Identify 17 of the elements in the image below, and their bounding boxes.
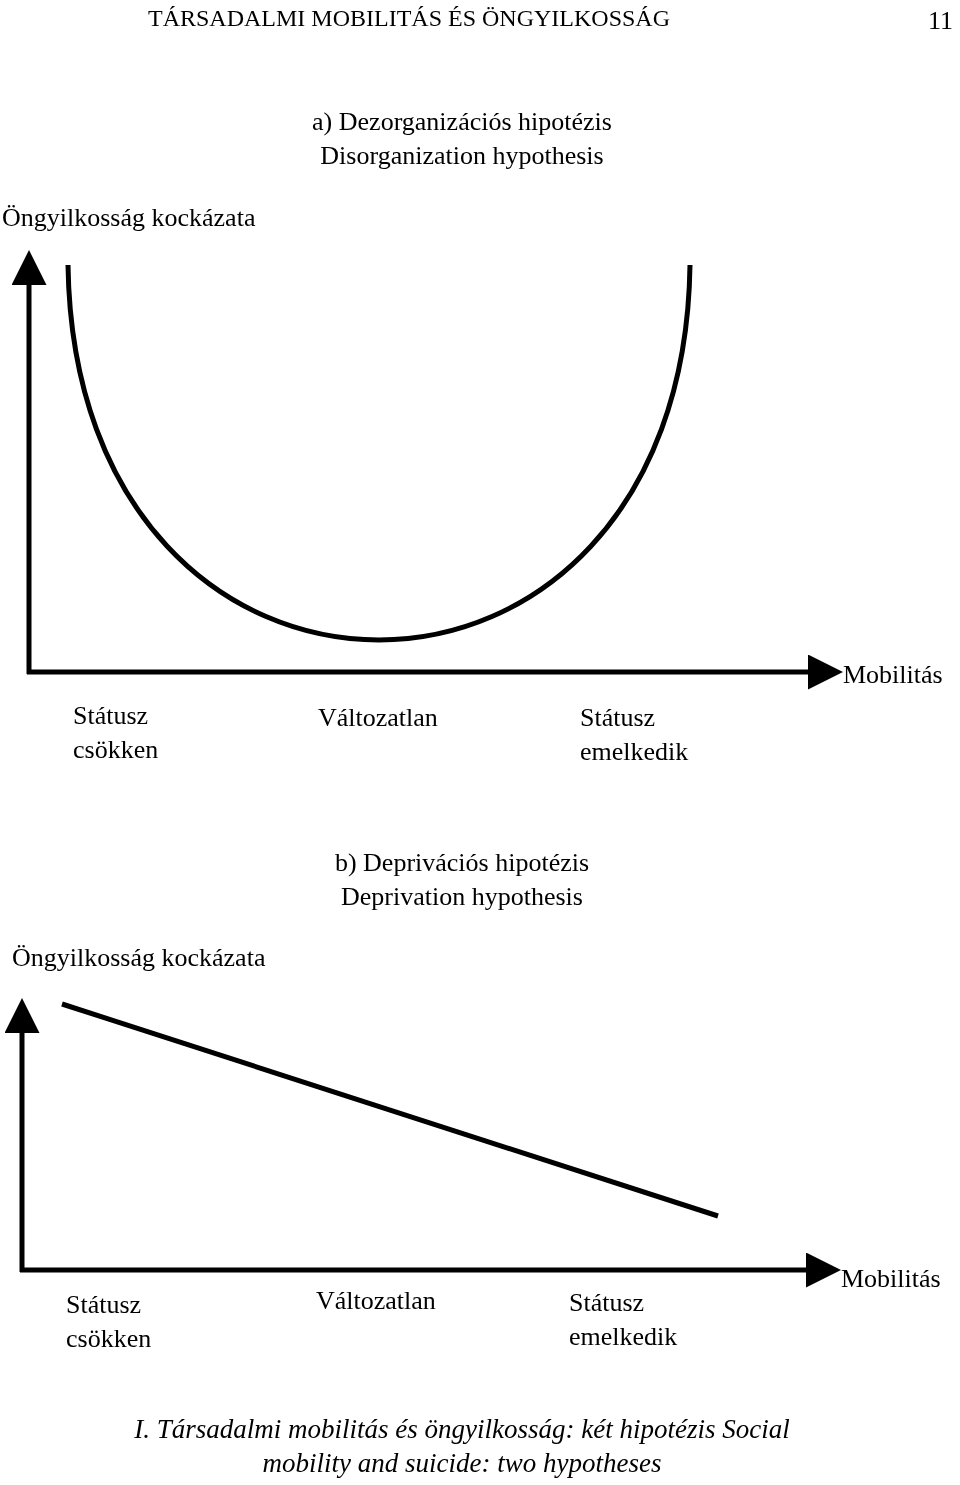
page-number: 11 xyxy=(928,5,954,37)
axis-label: Öngyilkosság kockázata xyxy=(12,942,266,974)
axis-label: Öngyilkosság kockázata xyxy=(2,202,256,234)
axis-label: Mobilitás xyxy=(843,659,943,691)
axis-label: Státusz emelkedik xyxy=(569,1287,679,1353)
axis-label: Státusz csökken xyxy=(66,1289,153,1355)
panel-title: a) Dezorganizációs hipotézis xyxy=(312,106,612,138)
axis-label: Mobilitás xyxy=(841,1263,941,1295)
panel-title: Disorganization hypothesis xyxy=(320,140,604,172)
figure-caption: I. Társadalmi mobilitás és öngyilkosság: két hipotézis Social mobility and suicide: two hypotheses xyxy=(133,1413,791,1480)
axis-label: Változatlan xyxy=(318,702,438,734)
panel-title: b) Deprivációs hipotézis xyxy=(334,847,590,879)
page-header: TÁRSADALMI MOBILITÁS ÉS ÖNGYILKOSSÁG xyxy=(148,4,670,33)
axis-label: Változatlan xyxy=(316,1285,436,1317)
axis-label: Státusz csökken xyxy=(73,700,160,766)
panel-title: Deprivation hypothesis xyxy=(341,881,583,913)
axis-label: Státusz emelkedik xyxy=(580,702,690,768)
